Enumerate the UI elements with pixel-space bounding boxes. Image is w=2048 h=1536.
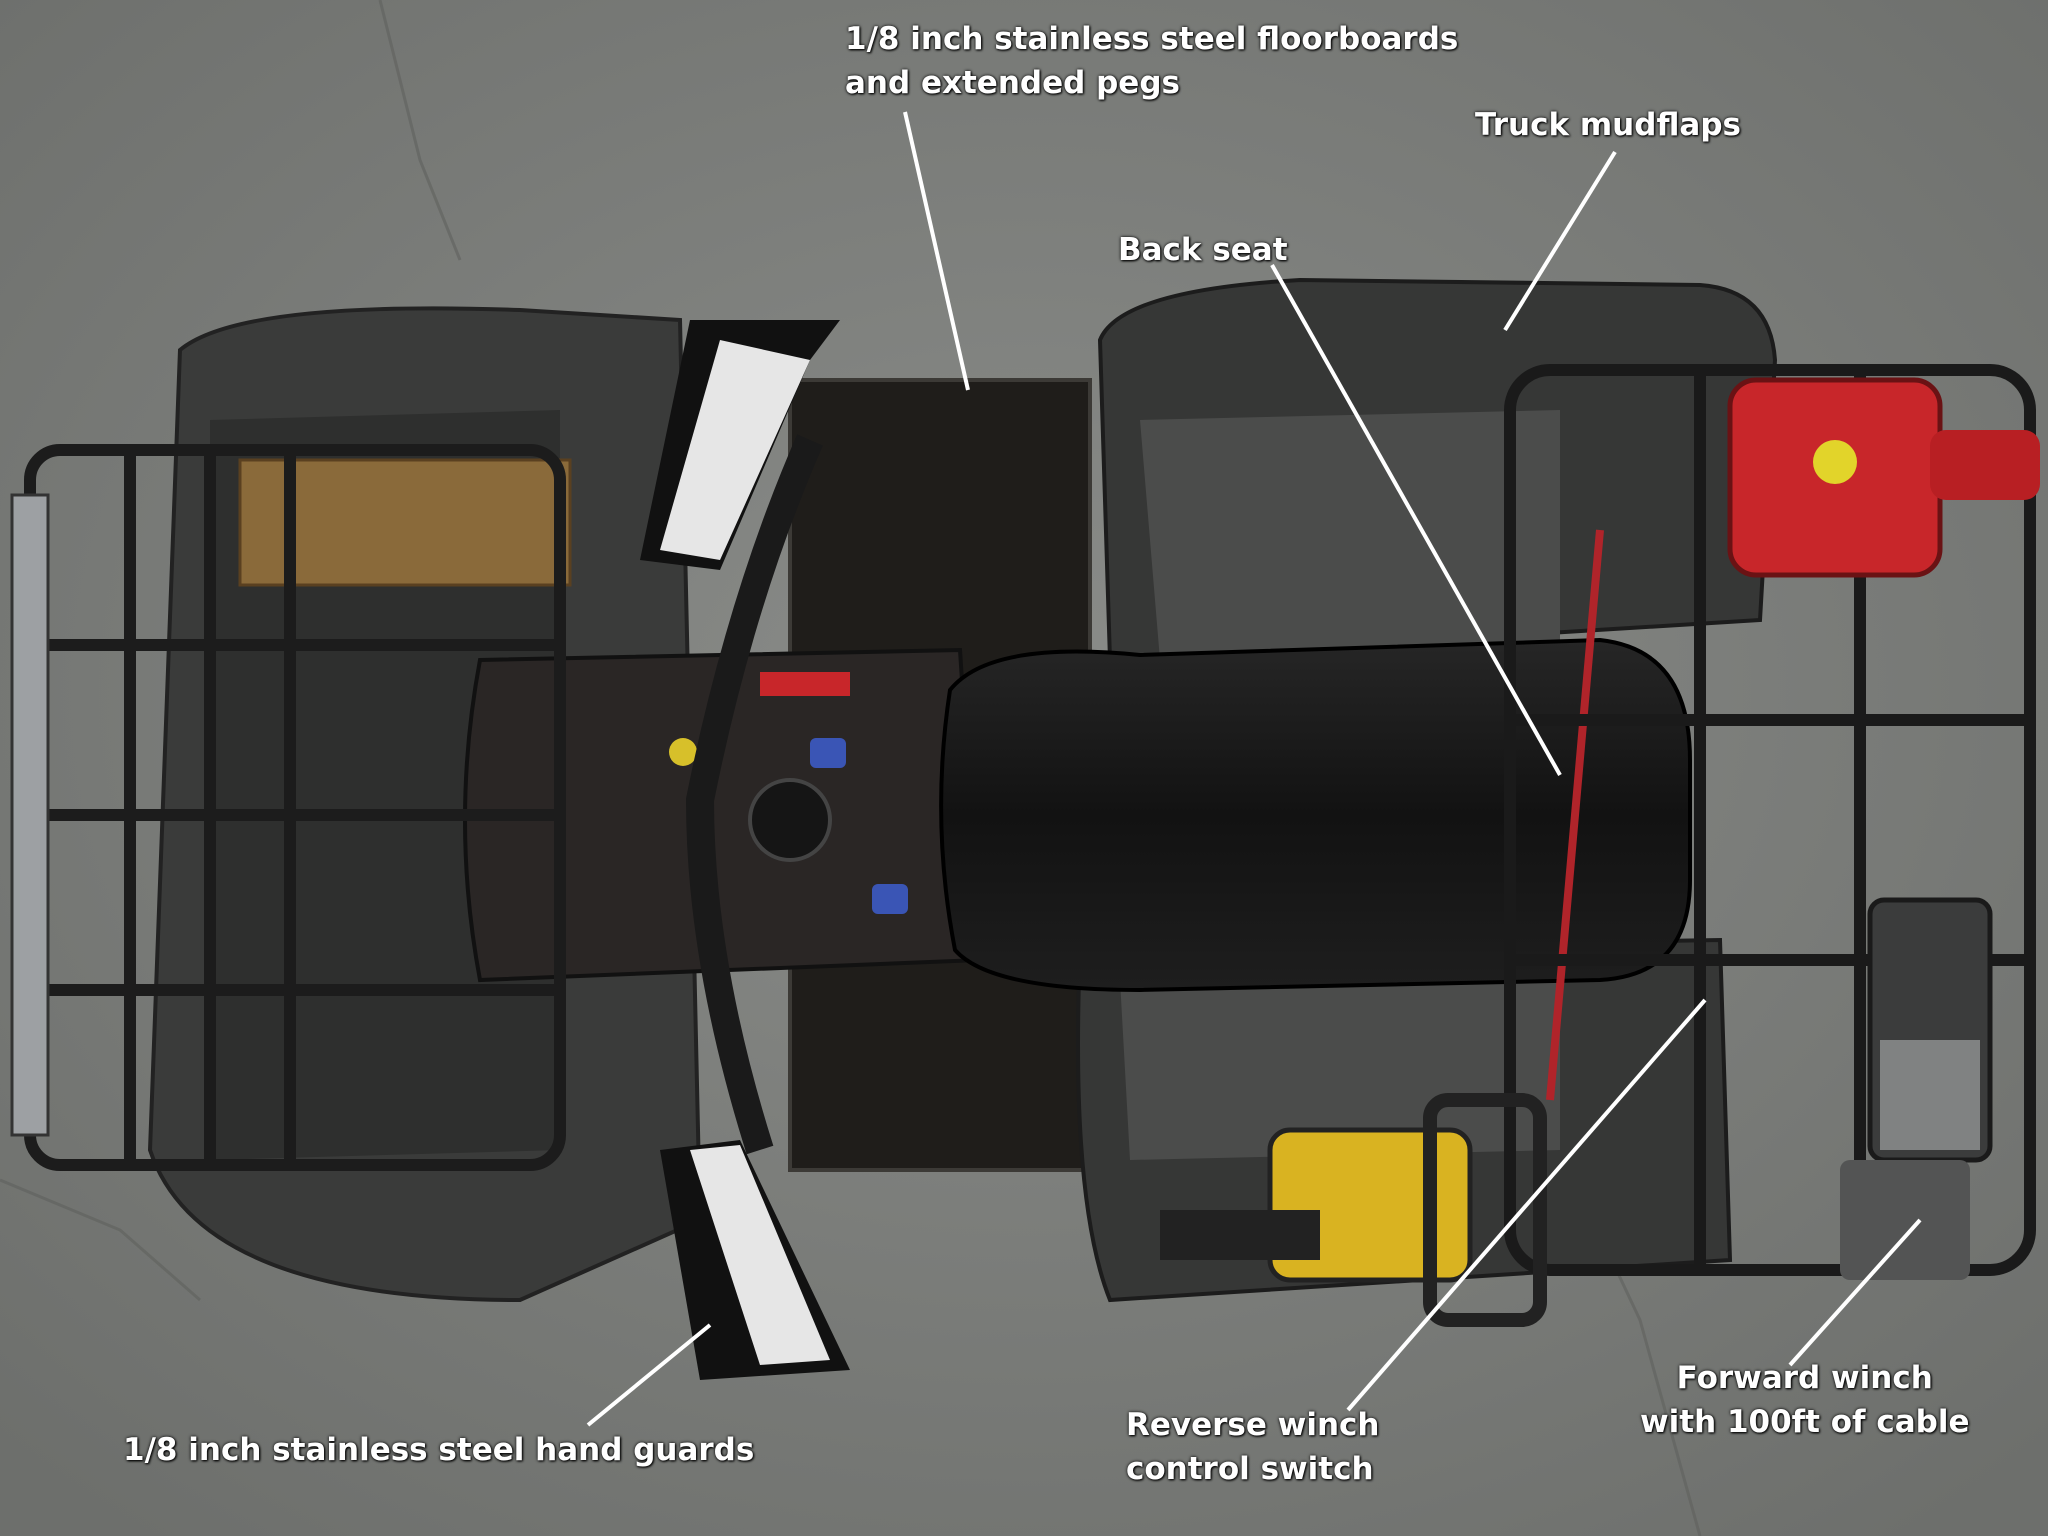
gas-can (1727, 377, 2040, 578)
forward-winch (1840, 897, 1993, 1280)
tank-logo (760, 672, 850, 696)
seat-strap (1546, 529, 1604, 1101)
callout-forward-winch-line2: with 100ft of cable (1640, 1404, 1970, 1440)
callout-back-seat: Back seat (1118, 228, 1288, 272)
chainsaw (1160, 1093, 1547, 1327)
callout-forward-winch-line1: Forward winch (1676, 1360, 1933, 1396)
callout-floorboards-line1: 1/8 inch stainless steel floorboards (845, 21, 1459, 57)
fender-top (1140, 410, 1560, 660)
callout-mudflaps: Truck mudflaps (1475, 103, 1741, 147)
front-plastic-inner (210, 410, 560, 1160)
callout-hand-guards-line1: 1/8 inch stainless steel hand guards (123, 1432, 755, 1468)
callout-mudflaps-line1: Truck mudflaps (1475, 107, 1741, 143)
hand-guard-top (640, 320, 840, 570)
callout-reverse-winch-line1: Reverse winch (1126, 1407, 1380, 1443)
shifter-blue-top (810, 738, 846, 768)
yellow-cap (669, 738, 697, 766)
handlebar (685, 434, 823, 1155)
callout-back-seat-line1: Back seat (1118, 232, 1288, 268)
floorboard-top (788, 378, 1092, 682)
shifter-blue-bottom (872, 884, 908, 914)
callout-floorboards: 1/8 inch stainless steel floorboards and… (845, 17, 1458, 105)
callout-forward-winch: Forward winch with 100ft of cable (1640, 1356, 1969, 1444)
fender-bottom (1120, 970, 1560, 1160)
callout-floorboards-line2: and extended pegs (845, 65, 1180, 101)
gas-cap (748, 778, 832, 862)
callout-reverse-winch-line2: control switch (1126, 1451, 1374, 1487)
fuel-tank (463, 647, 983, 983)
callout-hand-guards: 1/8 inch stainless steel hand guards (123, 1428, 754, 1472)
callout-reverse-winch: Reverse winch control switch (1126, 1403, 1379, 1491)
front-bumper-plate (10, 493, 50, 1137)
hand-guard-bottom (660, 1140, 850, 1380)
callout-lines (586, 111, 1922, 1427)
